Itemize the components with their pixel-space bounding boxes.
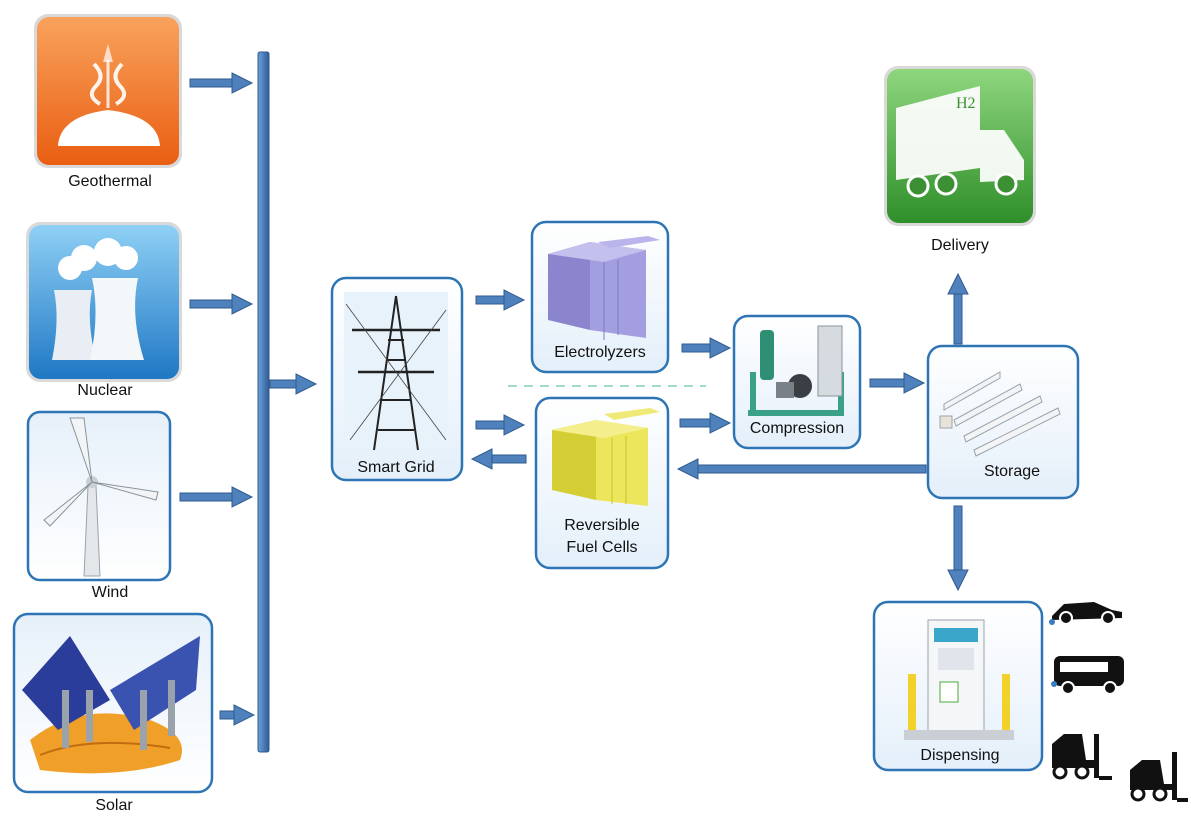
- dispensing-node: [872, 600, 1044, 772]
- arrow-nuclear-to-bus: [189, 293, 254, 315]
- arrow-compression-to-storage: [869, 372, 926, 394]
- smart-grid-label: Smart Grid: [357, 459, 435, 476]
- geothermal-tile: [34, 14, 182, 168]
- geothermal-label: Geothermal: [68, 173, 152, 190]
- arrow-solar-to-bus: [219, 704, 256, 726]
- fuel-cells-label-line1: Reversible: [564, 517, 640, 534]
- car-icon: [1049, 602, 1122, 625]
- arrow-bus-to-smart-grid: [269, 373, 318, 395]
- arrow-fuel-cells-to-grid: [470, 448, 527, 470]
- compression-node: [732, 314, 862, 450]
- arrow-storage-to-dispensing: [947, 505, 969, 592]
- delivery-label: Delivery: [931, 237, 989, 254]
- truck-h2-badge: H2: [956, 95, 976, 112]
- solar-tile: [12, 612, 214, 794]
- dispensing-label: Dispensing: [920, 747, 1000, 764]
- fuel-cells-node: [534, 396, 670, 570]
- storage-node: [926, 344, 1080, 500]
- arrow-grid-to-electrolyzers: [475, 289, 526, 311]
- solar-label: Solar: [95, 797, 133, 814]
- arrow-wind-to-bus: [179, 486, 254, 508]
- forklift-icon-2: [1130, 752, 1188, 802]
- nuclear-tile: [26, 222, 182, 382]
- electrolyzers-node: [530, 220, 670, 374]
- nuclear-label: Nuclear: [77, 382, 133, 399]
- wind-tile: [26, 410, 172, 582]
- wind-label: Wind: [91, 584, 129, 601]
- storage-label: Storage: [983, 463, 1041, 480]
- arrow-fuel-cells-to-compression: [679, 412, 732, 434]
- energy-bus-bar: [257, 51, 270, 753]
- arrow-grid-to-fuel-cells: [475, 414, 526, 436]
- compression-label: Compression: [749, 420, 845, 437]
- fuel-cells-label-line2: Fuel Cells: [566, 539, 638, 556]
- bus-icon: [1051, 656, 1124, 695]
- forklift-icon-1: [1052, 734, 1112, 780]
- smart-grid-node: [330, 276, 464, 482]
- arrow-electrolyzers-to-compression: [681, 337, 732, 359]
- arrow-geothermal-to-bus: [189, 72, 254, 94]
- arrow-storage-to-delivery: [947, 272, 969, 345]
- delivery-tile: H2: [884, 66, 1036, 226]
- electrolyzers-label: Electrolyzers: [554, 344, 646, 361]
- arrow-storage-to-fuel-cells: [676, 458, 927, 480]
